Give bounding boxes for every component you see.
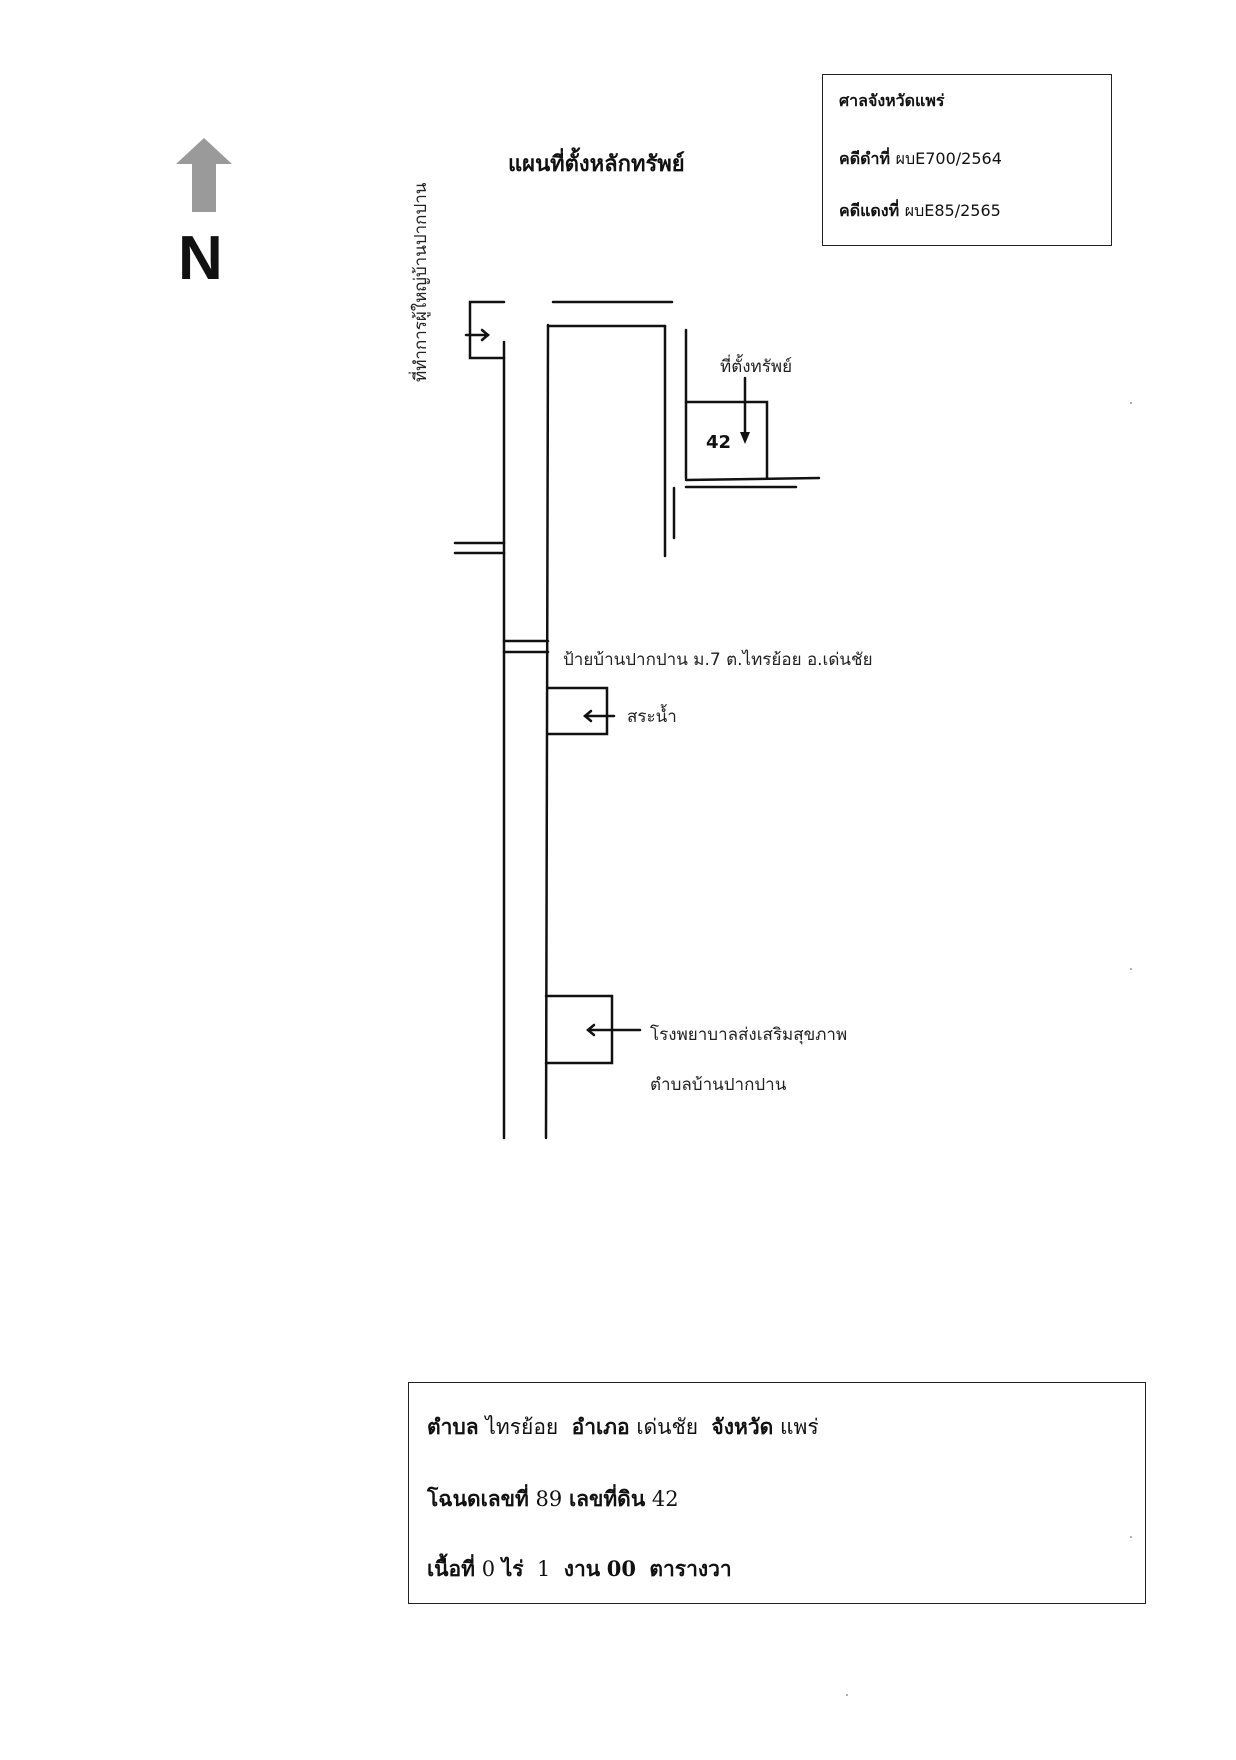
map-title: แผนที่ตั้งหลักทรัพย์ xyxy=(508,151,685,177)
province-value: แพร่ xyxy=(779,1415,819,1439)
deed-line: โฉนดเลขที่ 89 เลขที่ดิน 42 xyxy=(427,1483,679,1516)
scan-speck xyxy=(846,1694,848,1696)
label-village-sign: ป้ายบ้านปากปาน ม.7 ต.ไทรย้อย อ.เด่นชัย xyxy=(563,649,873,670)
area-wa: 00 xyxy=(606,1556,637,1581)
scan-speck xyxy=(1130,402,1132,404)
label-hospital-1: โรงพยาบาลส่งเสริมสุขภาพ xyxy=(650,1024,847,1045)
area-rai: 0 xyxy=(481,1557,496,1581)
label-headman-office: ที่ทำการผู้ใหญ่บ้านปากปาน xyxy=(408,182,431,382)
label-hospital-2: ตำบลบ้านปากปาน xyxy=(650,1075,787,1095)
pond-box xyxy=(546,686,609,736)
area-label: เนื้อที่ xyxy=(427,1556,475,1581)
arrow-property-head xyxy=(740,432,750,444)
rai-label: ไร่ xyxy=(501,1556,524,1581)
court-name: ศาลจังหวัดแพร่ xyxy=(839,91,945,110)
red-case-value: ผบE85/2565 xyxy=(904,201,1001,220)
red-case-label: คดีแดงที่ xyxy=(839,201,900,220)
label-property: ที่ตั้งทรัพย์ xyxy=(720,354,792,377)
black-case-label: คดีดำที่ xyxy=(839,149,891,168)
road-edge-right xyxy=(544,323,550,1140)
wa-label: ตารางวา xyxy=(649,1556,732,1581)
label-pond: สระน้ำ xyxy=(627,704,677,727)
deed-label: โฉนดเลขที่ xyxy=(427,1486,529,1511)
top-left-building xyxy=(468,300,506,360)
plot-number: 42 xyxy=(706,432,731,453)
land-number-label: เลขที่ดิน xyxy=(568,1486,646,1511)
property-bottom xyxy=(684,476,821,482)
black-case-value: ผบE700/2564 xyxy=(895,149,1002,168)
province-label: จังหวัด xyxy=(711,1414,774,1439)
location-line: ตำบล ไทรย้อย อำเภอ เด่นชัย จังหวัด แพร่ xyxy=(427,1411,819,1444)
subdistrict-value: ไทรย้อย xyxy=(485,1415,559,1439)
north-arrow-icon xyxy=(176,138,232,212)
land-info-box: ตำบล ไทรย้อย อำเภอ เด่นชัย จังหวัด แพร่ … xyxy=(408,1382,1146,1604)
black-case-number: คดีดำที่ ผบE700/2564 xyxy=(839,147,1002,172)
scan-speck xyxy=(1130,968,1132,970)
deed-number: 89 xyxy=(535,1487,563,1511)
area-ngan: 1 xyxy=(536,1557,551,1581)
district-value: เด่นชัย xyxy=(636,1415,699,1439)
subdistrict-label: ตำบล xyxy=(427,1414,479,1439)
area-line: เนื้อที่ 0 ไร่ 1 งาน 00 ตารางวา xyxy=(427,1553,732,1586)
case-number-box: ศาลจังหวัดแพร่ คดีดำที่ ผบE700/2564 คดีแ… xyxy=(822,74,1112,246)
district-label: อำเภอ xyxy=(571,1414,630,1439)
land-number: 42 xyxy=(651,1487,679,1511)
north-label: N xyxy=(178,224,223,293)
red-case-number: คดีแดงที่ ผบE85/2565 xyxy=(839,199,1001,224)
scan-speck xyxy=(1130,1536,1132,1538)
ngan-label: งาน xyxy=(563,1556,601,1581)
property-plot xyxy=(684,400,769,480)
